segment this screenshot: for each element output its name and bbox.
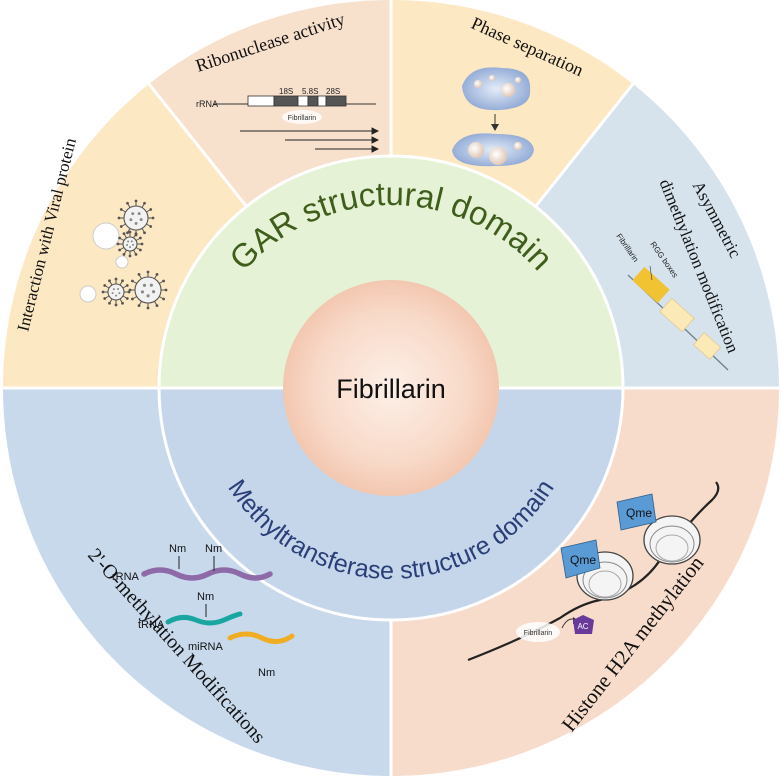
ribo-fibrillarin-label: Fibrillarin [288,115,317,122]
virus-icon [128,270,168,310]
ribo-58s-label: 5.8S [302,87,318,96]
rna-nm-3: Nm [197,591,214,603]
trna-strand [165,611,243,626]
ribo-gene-box-2 [297,95,309,107]
domain-upper-band [157,154,625,390]
ribo-gene-58s [307,95,319,107]
ribo-gene-box-1 [247,95,275,107]
rgg-box-1 [659,297,695,333]
virus-icon [101,277,131,307]
center-label: Fibrillarin [336,374,446,404]
rna-trna-label: tRNA [138,619,165,631]
rna-nm-1: Nm [169,543,186,555]
viral-illustration [79,199,168,310]
qme-label-1: Qme [570,553,596,567]
ribo-gene-28s [325,95,347,107]
vesicle-1 [92,222,120,250]
ribo-fibrillarin-shape [282,110,322,124]
ac-label: AC [577,622,588,631]
rna-nm-2: Nm [205,543,222,555]
mirna-strand [227,631,295,644]
rrna-strand [141,567,273,581]
rna-rrna-label: rRNA [112,571,140,583]
nucleosome-2 [643,515,701,565]
ac-pentagon [573,615,594,634]
center-circle [283,280,499,496]
phase-separation-illustration [452,67,534,167]
ribo-gene-18s [273,95,299,107]
phase-cell-top [462,67,531,111]
histone-illustration: Qme Qme Fibrillarin AC [467,481,720,662]
ribonuclease-illustration: rRNA 18S 5.8S 28S Fibrillarin [196,87,380,153]
qme-flag-2 [616,493,657,531]
domain-ring [157,154,625,622]
rgg-box-2 [693,332,721,360]
rgg-fibrillarin-box [632,266,670,304]
histone-fibrillarin-label: Fibrillarin [524,630,553,637]
ribo-rrna-label: rRNA [196,99,218,109]
qme-flag-1 [560,539,601,579]
ribo-28s-label: 28S [326,87,340,96]
virus-icon [116,230,144,258]
ribo-gene-box-3 [317,95,327,107]
qme-label-2: Qme [626,506,652,520]
vesicle-2 [115,255,129,269]
rna-mirna-label: miRNA [188,641,223,653]
ribo-18s-label: 18S [279,87,293,96]
domain-lower-band [157,386,625,622]
histone-fibrillarin-shape [516,622,560,642]
rna-illustration: Nm Nm Nm Nm rRNA tRNA miRNA [112,543,295,679]
vesicle-3 [79,285,97,303]
rna-nm-4: Nm [258,667,275,679]
